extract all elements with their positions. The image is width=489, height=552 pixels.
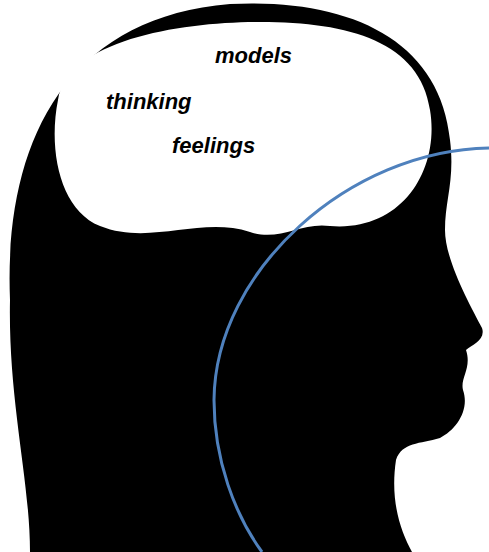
head-silhouette: [10, 3, 483, 552]
brain-word: thinking: [106, 90, 192, 114]
brain-word: feelings: [172, 134, 255, 158]
brain-word: models: [215, 44, 292, 68]
brain-region: [55, 22, 432, 235]
blue-arc: [214, 148, 489, 552]
